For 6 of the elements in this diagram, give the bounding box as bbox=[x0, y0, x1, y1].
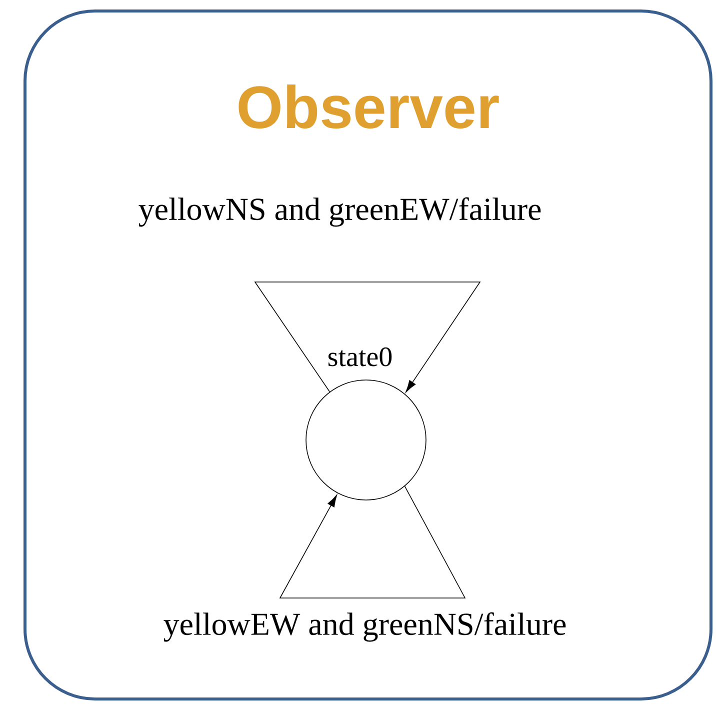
loop-arrow bbox=[254, 282, 481, 392]
edge-label: yellowEW and greenNS/failure bbox=[161, 610, 569, 644]
state-label: state0 bbox=[328, 347, 392, 366]
panel-title: Observer bbox=[238, 84, 499, 129]
edge-label: yellowNS and greenEW/failure bbox=[136, 195, 544, 229]
loop-arrow bbox=[279, 486, 466, 598]
